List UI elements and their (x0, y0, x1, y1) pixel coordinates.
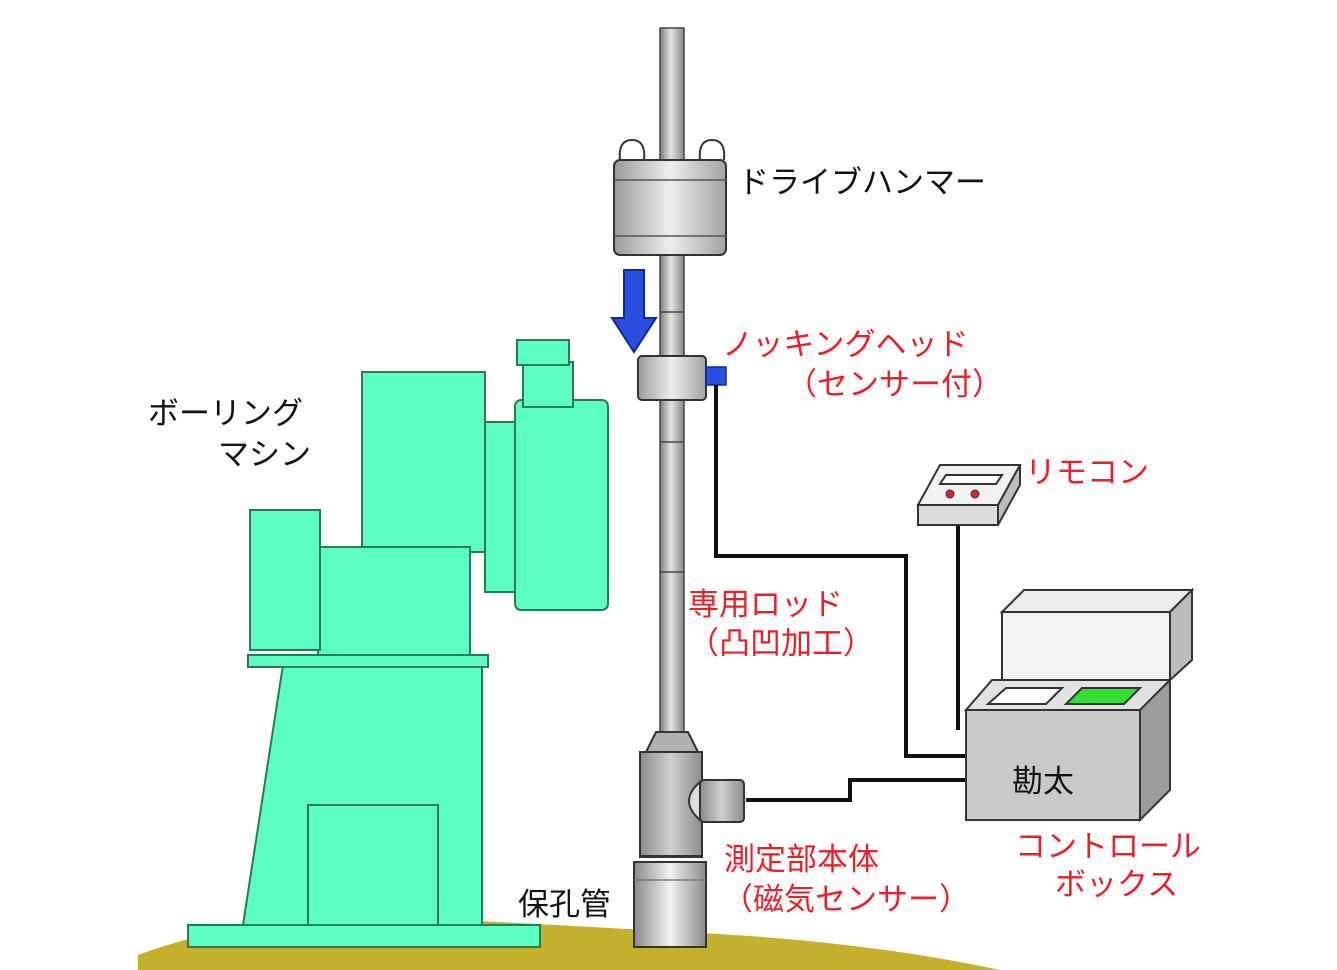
remote-control (916, 464, 1022, 526)
remote-button-icon (970, 489, 980, 499)
label-knocking-head: ノッキングヘッド (722, 327, 968, 363)
label-boring-machine-line1: ボーリング (148, 396, 303, 432)
down-arrow-icon (610, 269, 658, 354)
label-knocking-head-note: （センサー付） (786, 367, 1003, 403)
sensor-icon (705, 366, 727, 386)
display-screen (1063, 687, 1143, 705)
label-control-box-line2: ボックス (1055, 867, 1178, 903)
label-rod-note: （凸凹加工） (688, 626, 874, 662)
label-remote: リモコン (1025, 455, 1149, 491)
label-measure-body: 測定部本体 (724, 842, 879, 878)
label-rod: 専用ロッド (688, 587, 843, 623)
measuring-body (639, 731, 745, 858)
remote-button-icon (945, 489, 955, 499)
label-box-name: 勘太 (1012, 764, 1074, 800)
control-box (963, 587, 1195, 823)
label-casing: 保孔管 (518, 887, 611, 923)
knocking-head (637, 355, 707, 401)
label-boring-machine-line2: マシン (218, 437, 311, 473)
boring-machine (187, 339, 609, 948)
drive-hammer (613, 138, 727, 256)
label-control-box-line1: コントロール (1015, 829, 1201, 865)
casing-pipe (633, 861, 707, 948)
label-measure-note: （磁気センサー） (722, 882, 970, 918)
label-drive-hammer: ドライブハンマー (738, 165, 986, 201)
cables (714, 385, 968, 802)
